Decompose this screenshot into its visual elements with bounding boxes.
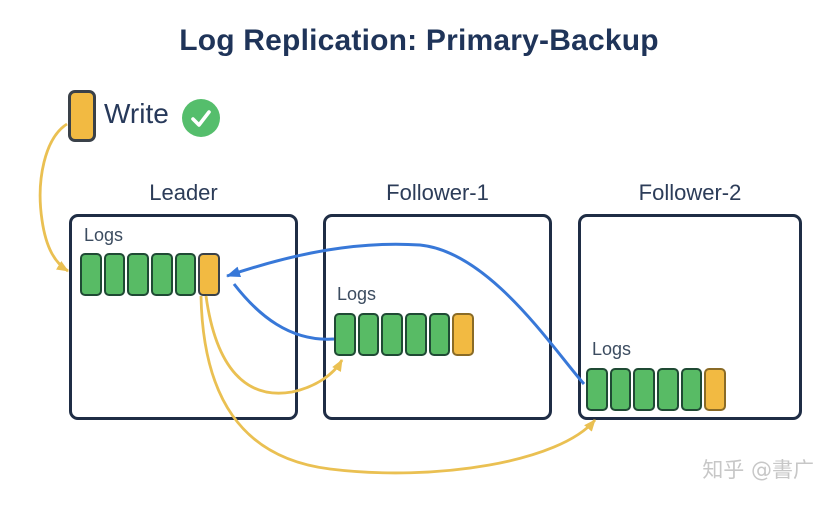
log-entry-committed — [428, 313, 451, 356]
log-entry-pending — [198, 253, 221, 296]
log-entry-committed — [586, 368, 608, 411]
log-entry-committed — [334, 313, 356, 356]
write-label: Write — [104, 98, 169, 129]
log-entry-committed — [405, 313, 427, 356]
log-entry-pending — [704, 368, 727, 411]
node-title-follower-2: Follower-2 — [638, 180, 742, 205]
log-entry-committed — [127, 253, 150, 296]
diagram-title: Log Replication: Primary-Backup — [179, 24, 659, 57]
log-entry-committed — [174, 253, 197, 296]
write-to-leader-arrow — [38, 122, 69, 273]
node-title-follower-1: Follower-1 — [386, 180, 489, 205]
log-entry-committed — [680, 368, 703, 411]
check-mark-glyph — [191, 110, 211, 127]
log-entry-committed — [103, 253, 126, 296]
log-row-leader — [80, 253, 221, 296]
log-entry-committed — [381, 313, 404, 356]
logs-label-follower-1: Logs — [337, 284, 377, 304]
log-entry-committed — [357, 313, 380, 356]
check-icon — [182, 99, 220, 137]
write-entry-chip — [68, 90, 96, 142]
log-row-follower-2 — [586, 368, 727, 411]
log-row-follower-1 — [334, 313, 475, 356]
log-entry-committed — [151, 253, 173, 296]
log-entry-committed — [633, 368, 656, 411]
watermark: 知乎 @書广 — [702, 458, 814, 482]
node-title-leader: Leader — [149, 180, 218, 205]
log-entry-committed — [80, 253, 102, 296]
log-entry-pending — [452, 313, 475, 356]
log-entry-committed — [657, 368, 679, 411]
logs-label-leader: Logs — [84, 225, 124, 245]
log-entry-committed — [609, 368, 632, 411]
logs-label-follower-2: Logs — [592, 339, 632, 359]
